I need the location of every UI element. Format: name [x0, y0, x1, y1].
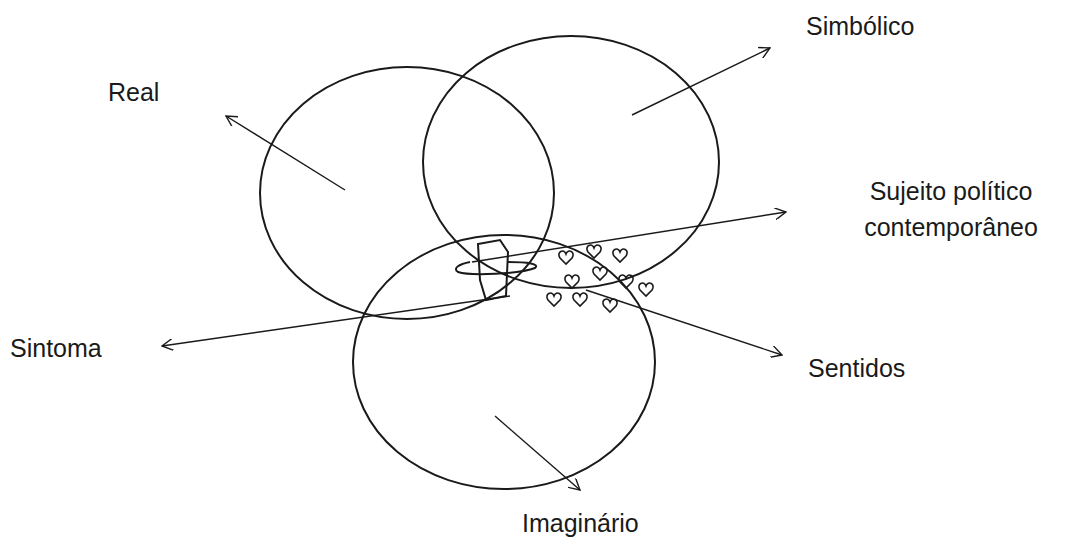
- symbolic-ring: [423, 36, 719, 288]
- ring-label: Imaginário: [522, 505, 639, 541]
- symptom-label: Sintoma: [10, 330, 102, 366]
- subject-label: Sujeito político contemporâneo: [822, 173, 1080, 246]
- subject-figure: [456, 240, 536, 300]
- leader-arrows: [162, 48, 786, 490]
- ring-label: Real: [108, 74, 159, 110]
- meaning-marks: [547, 245, 653, 312]
- ring-label: Simbólico: [806, 8, 914, 44]
- imaginary-ring: [353, 235, 655, 489]
- meaning-label: Sentidos: [808, 350, 905, 386]
- real-ring: [260, 67, 554, 319]
